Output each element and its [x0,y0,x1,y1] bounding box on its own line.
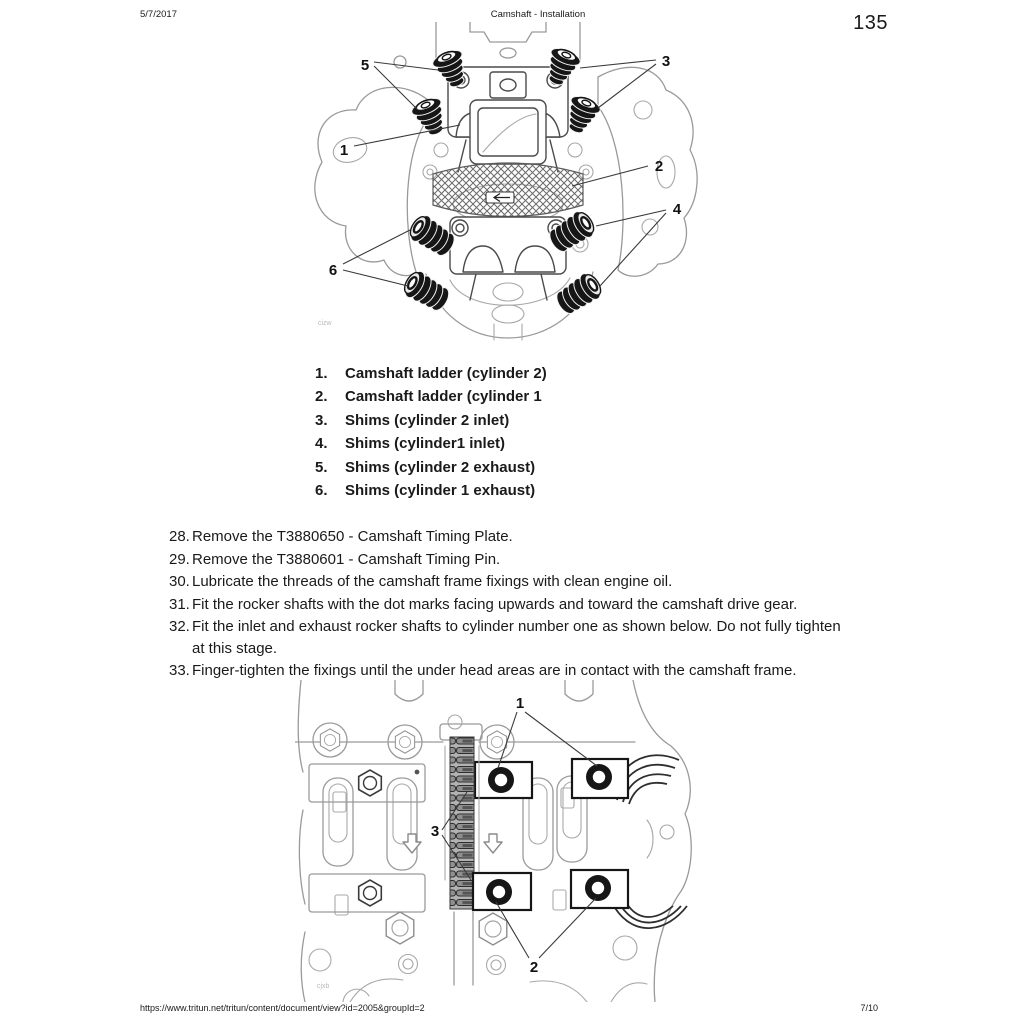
step-item: 33. Finger-tighten the fixings until the… [169,660,861,682]
step-text: Finger-tighten the fixings until the und… [192,662,797,679]
rocker-row-inlet [308,757,630,803]
callout-3: 3 [431,823,439,840]
part-label: Shims (cylinder1 inlet) [345,435,506,453]
figure-code: cjxb [317,983,330,990]
part-number: 5. [315,458,328,476]
step-item: 31. Fit the rocker shafts with the dot m… [169,594,861,616]
figure-leader-lines [342,59,667,287]
step-number: 29. [169,550,190,568]
step-item: 32. Fit the inlet and exhaust rocker sha… [169,616,861,659]
list-item: 4. Shims (cylinder1 inlet) [315,436,547,451]
callout-1: 1 [516,695,524,712]
lower-bosses [308,911,508,976]
part-label: Camshaft ladder (cylinder 2) [345,365,547,382]
rocker-row-exhaust [308,868,630,913]
step-text: Fit the inlet and exhaust rocker shafts … [192,618,841,657]
step-item: 30. Lubricate the threads of the camshaf… [169,571,861,593]
step-text: Fit the rocker shafts with the dot marks… [192,595,798,613]
journal-bosses [312,722,515,760]
part-number: 2. [315,388,328,406]
callout-4: 4 [673,201,682,218]
camshaft-ladder-cyl1 [449,216,567,302]
callout-3: 3 [662,53,670,70]
list-item: 2. Camshaft ladder (cylinder 1 [315,389,547,404]
camshaft-ladder-figure: 5 3 1 2 6 4 cizw [314,22,698,341]
part-label: Camshaft ladder (cylinder 1 [345,388,542,406]
part-number: 3. [315,411,328,429]
rocker-shaft-end [488,767,514,793]
rocker-shaft-end [586,764,612,790]
figure-code: cizw [318,320,333,327]
header-title: Camshaft - Installation [490,9,586,20]
list-item: 5. Shims (cylinder 2 exhaust) [315,460,547,475]
list-item: 1. Camshaft ladder (cylinder 2) [315,366,547,381]
part-label: Shims (cylinder 2 exhaust) [345,458,536,476]
down-arrow-icon [402,833,422,854]
step-text: Lubricate the threads of the camshaft fr… [192,573,673,590]
callout-2: 2 [655,158,663,175]
step-number: 32. [169,618,190,635]
ladder-center-frame [469,99,547,165]
rocker-shaft-end [486,879,512,905]
part-number: 4. [315,435,328,453]
step-item: 29. Remove the T3880601 - Camshaft Timin… [169,549,861,571]
instruction-steps: 28. Remove the T3880650 - Camshaft Timin… [169,526,861,683]
step-number: 33. [169,662,190,679]
footer-page-indicator: 7/10 [860,1003,878,1013]
part-label: Shims (cylinder 1 exhaust) [345,481,536,499]
footer-url: https://www.tritun.net/tritun/content/do… [140,1003,425,1013]
callout-2: 2 [530,959,538,976]
callout-1: 1 [340,142,348,159]
timing-chain [444,736,480,986]
step-number: 31. [169,595,190,613]
list-item: 3. Shims (cylinder 2 inlet) [315,413,547,428]
figure-leader-lines [441,711,598,959]
cam-drive-chain [432,162,584,225]
callout-5: 5 [361,57,369,74]
rocker-shaft-end [585,875,611,901]
parts-list: 1. Camshaft ladder (cylinder 2) 2. Camsh… [315,366,547,506]
step-text: Remove the T3880601 - Camshaft Timing Pi… [192,550,501,568]
step-item: 28. Remove the T3880650 - Camshaft Timin… [169,526,861,548]
part-number: 1. [315,365,328,382]
page-number: 135 [853,12,888,34]
callout-6: 6 [329,262,337,279]
frame-outline [295,680,692,1002]
step-number: 30. [169,573,190,590]
step-text: Remove the T3880650 - Camshaft Timing Pl… [192,528,513,545]
part-label: Shims (cylinder 2 inlet) [345,411,510,429]
down-arrow-icon [483,833,503,854]
list-item: 6. Shims (cylinder 1 exhaust) [315,483,547,498]
part-number: 6. [315,481,328,499]
header-date: 5/7/2017 [140,9,177,20]
step-number: 28. [169,528,190,545]
rocker-shaft-figure: 1 3 2 cjxb [295,680,692,1002]
